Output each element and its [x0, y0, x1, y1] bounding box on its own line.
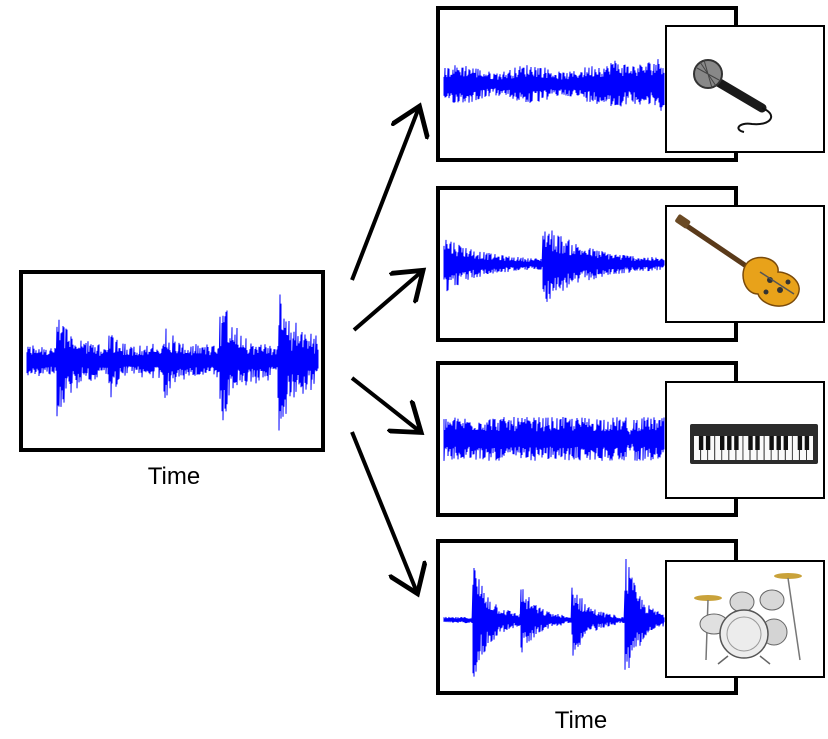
- piano-black-key: [748, 436, 753, 450]
- piano-white-key: [736, 436, 743, 460]
- track-keyboard: [436, 361, 825, 517]
- piano-white-key: [778, 436, 785, 460]
- piano-black-key: [705, 436, 711, 450]
- piano-black-key: [734, 436, 739, 450]
- vocals-waveform: [443, 59, 665, 111]
- arrows: [350, 110, 420, 590]
- piano-white-key: [806, 436, 813, 460]
- mixture-time-label: Time: [148, 463, 200, 490]
- keyboard-icon: [690, 424, 818, 464]
- track-drums: [436, 539, 825, 695]
- guitar-waveform: [443, 230, 665, 302]
- piano-black-key: [776, 436, 781, 450]
- arrow-to-keyboard: [350, 376, 418, 430]
- separated-time-label: Time: [555, 707, 607, 734]
- track-vocals: [436, 6, 825, 162]
- piano-white-key: [743, 436, 750, 460]
- piano-white-key: [694, 436, 701, 460]
- piano-black-key: [720, 436, 725, 450]
- piano-white-key: [750, 436, 757, 460]
- piano-white-key: [722, 436, 729, 460]
- mixture-waveform: [26, 294, 319, 431]
- arrow-to-vocals: [350, 110, 418, 281]
- instrument-card: [665, 25, 825, 153]
- piano-white-key: [708, 436, 715, 460]
- piano-white-key: [729, 436, 736, 460]
- piano-white-key: [799, 436, 806, 460]
- arrow-to-guitar: [352, 273, 420, 332]
- guitar-icon: [675, 214, 800, 307]
- keyboard-waveform: [443, 416, 665, 461]
- piano-black-key: [783, 436, 788, 450]
- drums-icon: [694, 573, 802, 665]
- track-guitar: [436, 186, 825, 342]
- microphone-icon: [693, 59, 773, 133]
- piano-black-key: [755, 436, 760, 450]
- piano-white-key: [792, 436, 799, 460]
- piano-black-key: [727, 436, 732, 450]
- piano-white-key: [771, 436, 778, 460]
- mixture-panel: [19, 270, 325, 452]
- piano-black-key: [804, 436, 810, 450]
- drums-waveform: [443, 558, 665, 677]
- piano-white-key: [785, 436, 792, 460]
- piano-white-key: [757, 436, 764, 460]
- piano-black-key: [698, 436, 704, 450]
- piano-white-key: [764, 436, 771, 460]
- piano-black-key: [769, 436, 774, 450]
- arrow-to-drums: [350, 431, 416, 590]
- piano-white-key: [701, 436, 708, 460]
- piano-white-key: [715, 436, 722, 460]
- piano-black-key: [797, 436, 803, 450]
